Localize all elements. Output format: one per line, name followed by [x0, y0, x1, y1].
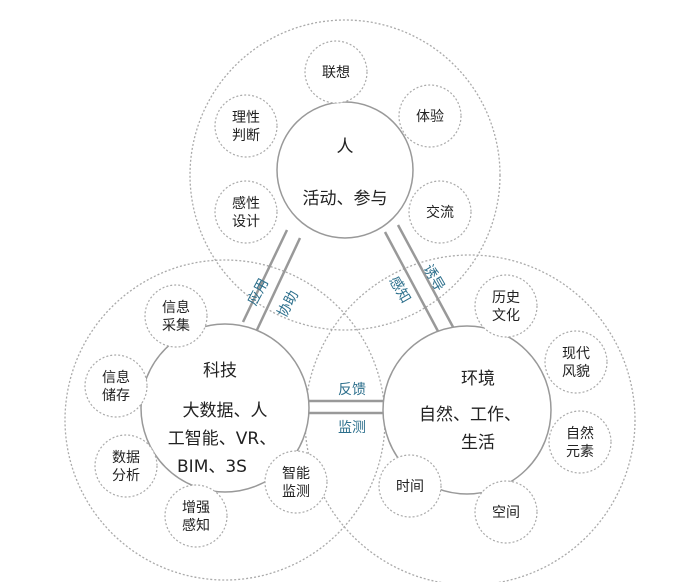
node-circle-ganxing	[214, 180, 278, 244]
node-circle-lixing	[214, 94, 278, 158]
node-circle-zengqiang	[164, 484, 228, 548]
people-subtitle: 活动、参与	[303, 189, 388, 209]
node-circle-tiyan	[398, 84, 462, 148]
connector-line	[396, 224, 455, 328]
connector-line	[383, 231, 442, 336]
node-label-ganxing: 设计	[232, 214, 260, 230]
label-apply: 应用	[244, 276, 272, 309]
node-circle-fenxi	[94, 434, 158, 498]
label-feedback: 反馈	[338, 382, 366, 398]
tech-line1: 大数据、人	[183, 401, 268, 421]
node-label-kongjian: 空间	[492, 505, 520, 521]
tech-line2: 工智能、VR、	[168, 429, 276, 449]
node-circle-xiandai	[544, 330, 608, 394]
tech-title: 科技	[203, 361, 237, 381]
env-line2: 生活	[461, 433, 495, 453]
node-label-lixing: 判断	[232, 128, 260, 144]
node-label-fenxi: 数据	[112, 450, 140, 466]
node-label-caiji: 信息	[162, 299, 190, 316]
people-domain-circle	[189, 19, 501, 331]
label-monitor: 监测	[338, 420, 366, 436]
people-title: 人	[337, 137, 354, 157]
node-label-jiance: 监测	[282, 484, 310, 500]
env-domain-circle	[304, 254, 636, 582]
node-label-tiyan: 体验	[416, 109, 444, 125]
node-label-lishi: 历史	[492, 290, 520, 306]
node-label-xiandai: 风貌	[562, 364, 590, 380]
node-label-jiance: 智能	[282, 466, 310, 482]
node-circle-lianxiang	[304, 40, 368, 104]
node-label-chucun: 信息	[102, 369, 130, 386]
node-circle-shijian	[378, 454, 442, 518]
node-label-jiaoliu: 交流	[426, 204, 454, 221]
node-circle-lishi	[474, 274, 538, 338]
node-circle-kongjian	[474, 480, 538, 544]
label-assist: 协助	[275, 288, 302, 320]
node-circle-caiji	[144, 284, 208, 348]
node-label-fenxi: 分析	[112, 468, 140, 484]
node-label-ganxing: 感性	[232, 195, 260, 212]
tech-circle	[140, 323, 310, 493]
node-circle-ziran	[548, 410, 612, 474]
label-induce: 诱导	[420, 262, 448, 294]
node-circle-chucun	[84, 354, 148, 418]
node-label-ziran: 自然	[566, 425, 594, 442]
node-label-xiandai: 现代	[562, 346, 590, 362]
env-circle	[382, 325, 552, 495]
connector-line	[254, 237, 302, 333]
node-label-lixing: 理性	[232, 110, 260, 126]
env-line1: 自然、工作、	[419, 405, 521, 425]
node-label-shijian: 时间	[396, 479, 424, 495]
node-label-zengqiang: 增强	[182, 500, 210, 516]
node-label-lianxiang: 联想	[322, 65, 350, 81]
node-label-lishi: 文化	[492, 308, 520, 324]
tech-line3: BIM、3S	[177, 457, 247, 477]
node-circle-jiance	[264, 450, 328, 514]
node-label-ziran: 元素	[566, 444, 594, 460]
node-label-chucun: 储存	[102, 388, 130, 404]
node-circle-jiaoliu	[408, 180, 472, 244]
node-label-caiji: 采集	[162, 317, 190, 334]
env-title: 环境	[461, 369, 495, 389]
people-circle	[276, 101, 414, 239]
connector-line	[241, 229, 289, 323]
node-label-zengqiang: 感知	[182, 517, 210, 534]
